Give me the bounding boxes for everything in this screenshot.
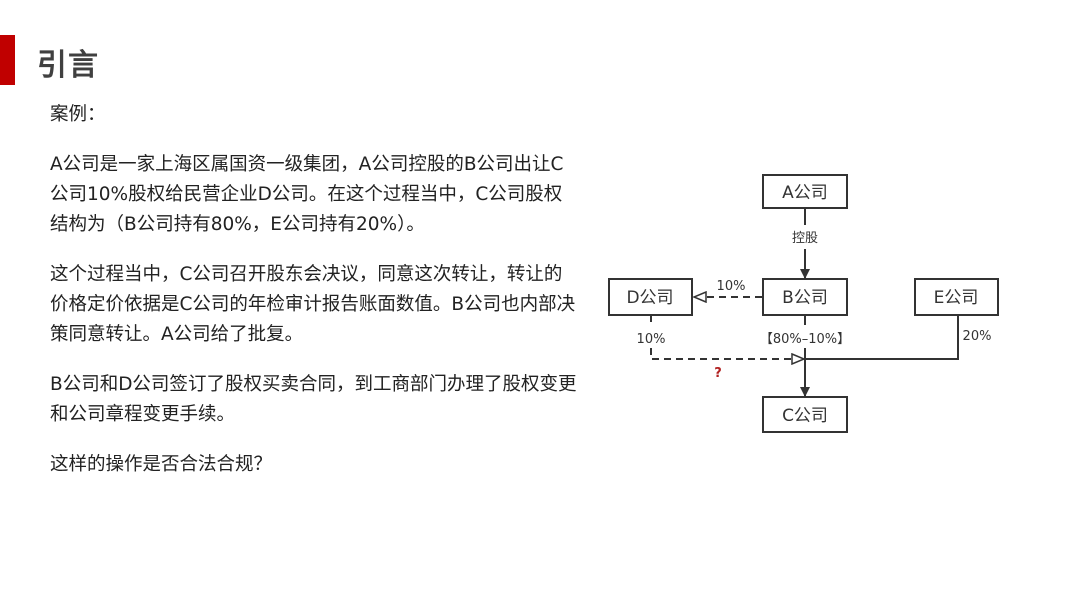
paragraph-label: 案例：: [50, 104, 106, 125]
node-c-label: C公司: [782, 406, 828, 426]
node-a-label: A公司: [782, 183, 828, 203]
node-d-box: [608, 278, 693, 316]
paragraph-process: 这个过程当中，C公司召开股东会决议，同意这次转让，转让的价格定价依据是C公司的年…: [50, 264, 576, 345]
node-c-box: [762, 396, 848, 433]
label-b-to-c: 【80%–10%】: [760, 332, 850, 347]
case-text: 案例： A公司是一家上海区属国资一级集团，A公司控股的B公司出让C公司10%股权…: [50, 100, 580, 500]
paragraph-case: A公司是一家上海区属国资一级集团，A公司控股的B公司出让C公司10%股权给民营企…: [50, 154, 564, 235]
label-e-to-c: 20%: [963, 329, 992, 344]
slide-title: 引言: [37, 48, 99, 83]
node-d-label: D公司: [626, 288, 673, 308]
node-b-box: [762, 278, 848, 316]
title-accent-bar: [0, 35, 15, 85]
label-holding: 控股: [792, 231, 818, 246]
paragraph-question: 这样的操作是否合法合规？: [50, 454, 273, 475]
node-b-label: B公司: [782, 288, 828, 308]
label-b-to-d: 10%: [717, 279, 746, 294]
question-mark: ?: [714, 366, 722, 381]
node-e-label: E公司: [934, 288, 979, 308]
edge-e-c: [805, 315, 959, 360]
label-d-to-c: 10%: [637, 332, 666, 347]
node-e-box: [914, 278, 999, 316]
paragraph-contract: B公司和D公司签订了股权买卖合同，到工商部门办理了股权变更和公司章程变更手续。: [50, 374, 577, 425]
node-a-box: [762, 174, 848, 209]
edge-d-c: [650, 348, 804, 359]
